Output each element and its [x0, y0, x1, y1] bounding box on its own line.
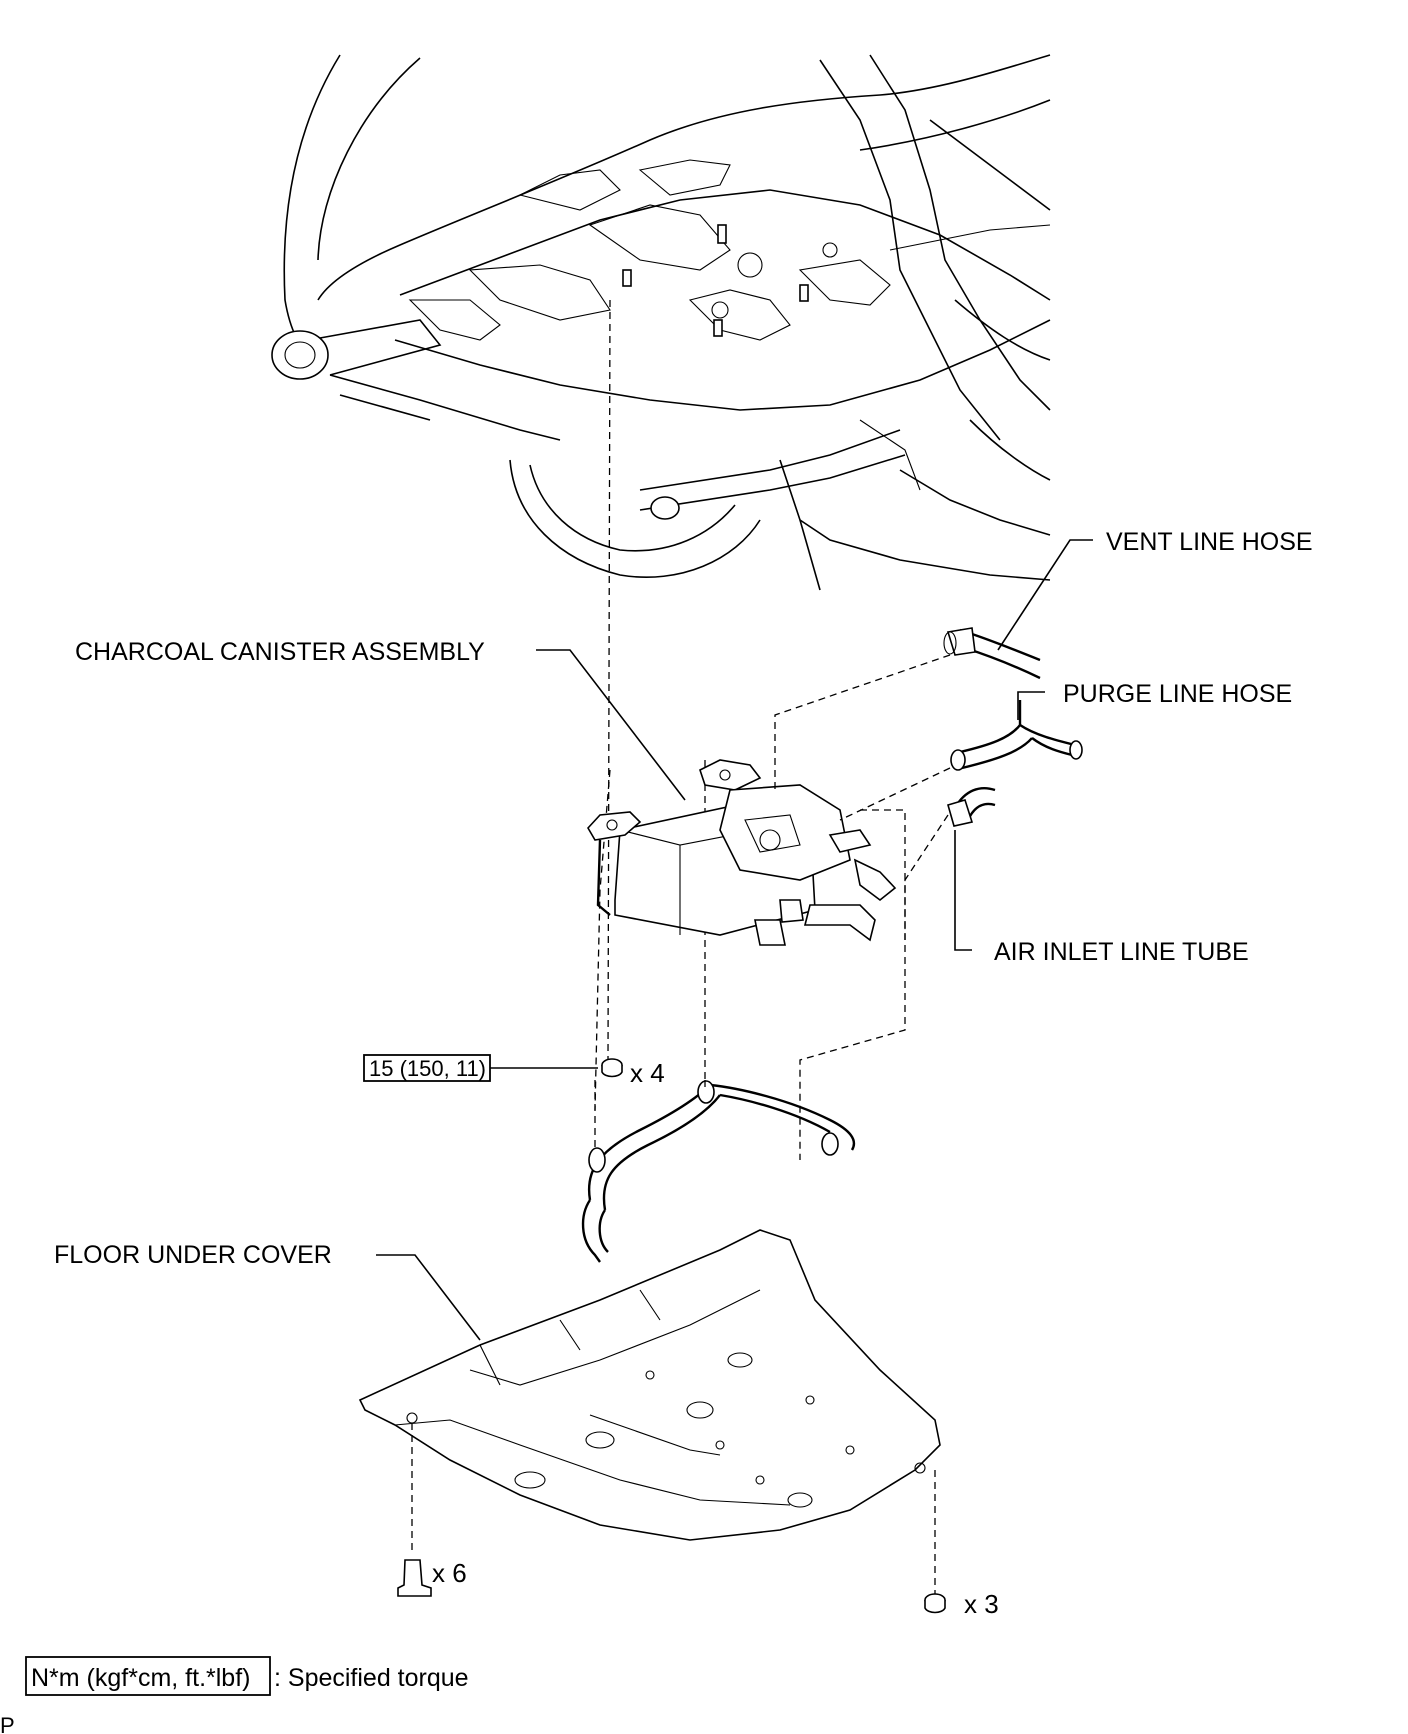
canister-nut-quantity: x 4	[630, 1058, 665, 1088]
alignment-line-canister-mount	[607, 299, 611, 1061]
purge-line-hose-label: PURGE LINE HOSE	[1063, 680, 1292, 708]
canister-nut-icon	[601, 1058, 623, 1078]
air-inlet-line-tube-leader	[954, 830, 972, 951]
cover-nut-icon	[924, 1593, 946, 1614]
vent-line-hose-leader	[997, 539, 1093, 651]
corner-mark: P	[0, 1713, 15, 1734]
air-inlet-line-tube-drawing	[947, 786, 996, 827]
vent-line-hose-label: VENT LINE HOSE	[1106, 528, 1313, 556]
floor-under-cover-drawing	[358, 1229, 941, 1541]
connecting-hose-drawing	[581, 1080, 856, 1263]
floor-under-cover-label: FLOOR UNDER COVER	[54, 1241, 332, 1269]
charcoal-canister-drawing	[587, 759, 897, 946]
charcoal-canister-leader	[536, 649, 686, 801]
vent-line-hose-drawing	[943, 627, 1041, 680]
legend-description: : Specified torque	[274, 1664, 469, 1692]
purge-line-hose-leader	[1017, 691, 1045, 720]
legend-unit-box	[25, 1656, 271, 1696]
charcoal-canister-assembly-label: CHARCOAL CANISTER ASSEMBLY	[75, 638, 485, 666]
legend-unit: N*m (kgf*cm, ft.*lbf)	[31, 1664, 250, 1692]
cover-nut-quantity: x 3	[964, 1589, 999, 1619]
purge-line-hose-drawing	[950, 700, 1083, 771]
cover-clip-quantity: x 6	[432, 1558, 467, 1588]
clip-icon	[397, 1559, 432, 1597]
vehicle-underbody-drawing	[271, 54, 1051, 591]
torque-value: 15 (150, 11)	[369, 1056, 486, 1081]
torque-value-box	[363, 1054, 491, 1082]
floor-under-cover-leader	[376, 1254, 481, 1341]
air-inlet-line-tube-label: AIR INLET LINE TUBE	[994, 938, 1249, 966]
